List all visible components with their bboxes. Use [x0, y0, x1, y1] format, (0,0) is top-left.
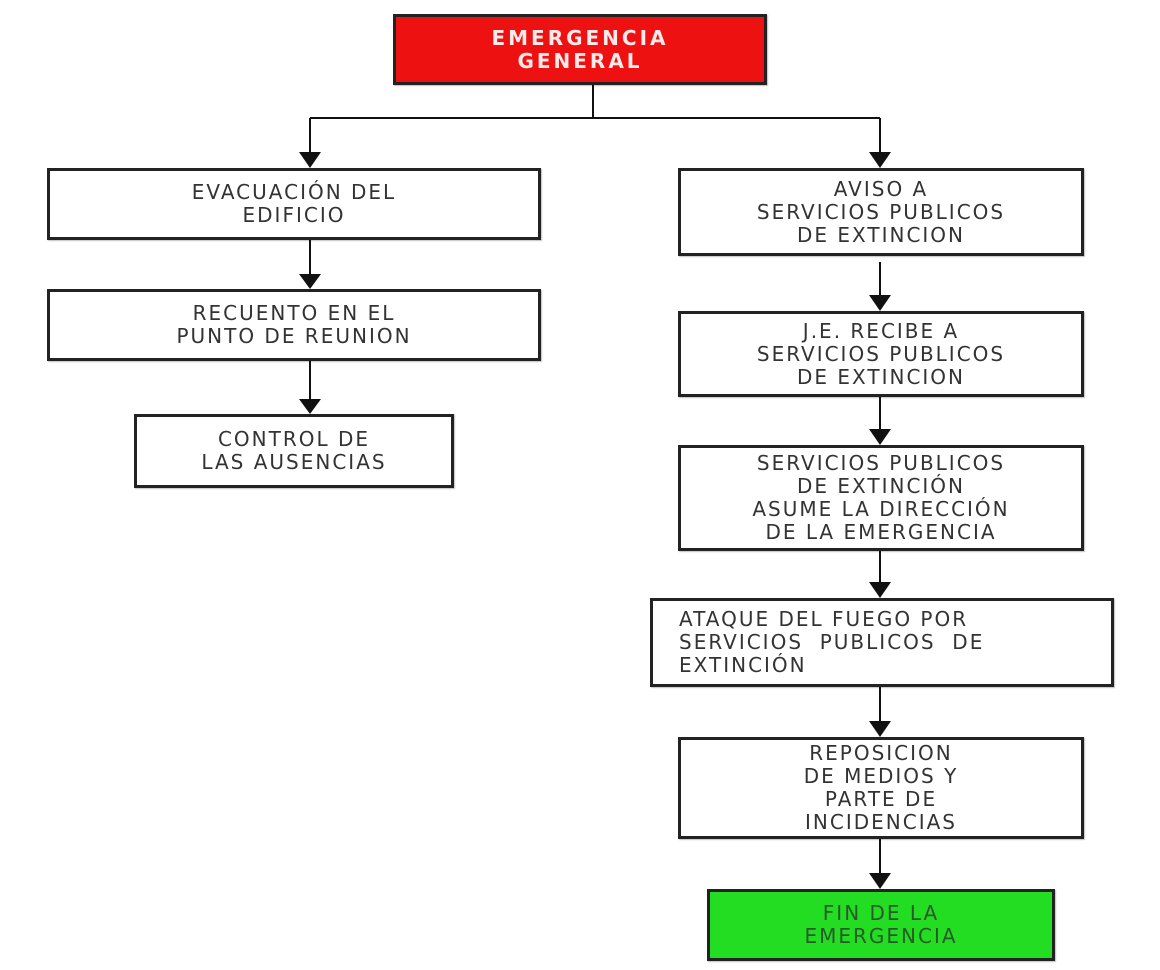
- node-label-line: DE EXTINCION: [796, 364, 966, 389]
- arrowhead-evac-to-recuento: [299, 274, 321, 289]
- node-label-line: SERVICIOS PUBLICOS DE: [679, 630, 985, 654]
- node-label-line: RECUENTO EN EL: [192, 301, 396, 325]
- node-label-line: EMERGENCIA: [491, 25, 669, 50]
- node-label-line: DE MEDIOS Y: [803, 764, 959, 788]
- arrowhead-asume-to-ataque: [869, 582, 891, 598]
- arrowhead-ataque-to-reposicion: [869, 721, 891, 737]
- node-asume-direccion: SERVICIOS PUBLICOS DE EXTINCIÓN ASUME LA…: [678, 445, 1084, 551]
- node-fin-emergencia: FIN DE LA EMERGENCIA: [707, 889, 1055, 961]
- arrowhead-aviso-to-je: [869, 295, 891, 311]
- node-label-line: SERVICIOS PUBLICOS: [756, 341, 1006, 366]
- node-ataque-fuego: ATAQUE DEL FUEGO POR SERVICIOS PUBLICOS …: [650, 598, 1114, 687]
- node-label-line: PUNTO DE REUNION: [176, 324, 412, 348]
- node-control-ausencias: CONTROL DE LAS AUSENCIAS: [134, 414, 454, 488]
- node-label-line: EXTINCIÓN: [679, 653, 807, 677]
- node-evacuacion-edificio: EVACUACIÓN DEL EDIFICIO: [47, 168, 541, 240]
- node-recuento-punto-reunion: RECUENTO EN EL PUNTO DE REUNION: [47, 289, 541, 361]
- node-reposicion-medios: REPOSICION DE MEDIOS Y PARTE DE INCIDENC…: [678, 737, 1084, 839]
- node-label-line: EDIFICIO: [242, 203, 346, 227]
- node-label-line: DE EXTINCION: [796, 222, 966, 247]
- node-label-line: SERVICIOS PUBLICOS: [756, 451, 1006, 475]
- node-label-line: PARTE DE: [824, 787, 938, 811]
- node-label-line: GENERAL: [517, 48, 643, 73]
- node-label-line: DE EXTINCIÓN: [796, 474, 966, 498]
- node-je-recibe-servicios: J.E. RECIBE A SERVICIOS PUBLICOS DE EXTI…: [678, 311, 1084, 397]
- node-label-line: ASUME LA DIRECCIÓN: [752, 497, 1010, 521]
- node-label-line: CONTROL DE: [217, 427, 371, 451]
- arrowhead-recuento-to-control: [299, 399, 321, 414]
- node-label-line: LAS AUSENCIAS: [201, 450, 387, 474]
- node-label-line: J.E. RECIBE A: [802, 318, 960, 343]
- node-label-line: REPOSICION: [809, 741, 953, 765]
- arrowhead-root-to-evac: [299, 152, 321, 168]
- arrowhead-reposicion-to-end: [869, 873, 891, 889]
- node-label-line: DE LA EMERGENCIA: [765, 520, 997, 544]
- node-label-line: AVISO A: [833, 176, 929, 201]
- arrowhead-root-to-aviso: [869, 152, 891, 168]
- node-emergencia-general: EMERGENCIA GENERAL: [393, 14, 767, 85]
- node-label-line: INCIDENCIAS: [805, 810, 957, 834]
- node-label-line: ATAQUE DEL FUEGO POR: [679, 607, 969, 631]
- node-label-line: FIN DE LA: [822, 901, 940, 925]
- node-aviso-servicios-publicos: AVISO A SERVICIOS PUBLICOS DE EXTINCION: [678, 168, 1084, 256]
- arrowhead-je-to-asume: [869, 429, 891, 445]
- node-label-line: SERVICIOS PUBLICOS: [756, 199, 1006, 224]
- node-label-line: EMERGENCIA: [804, 924, 958, 948]
- node-label-line: EVACUACIÓN DEL: [191, 180, 397, 204]
